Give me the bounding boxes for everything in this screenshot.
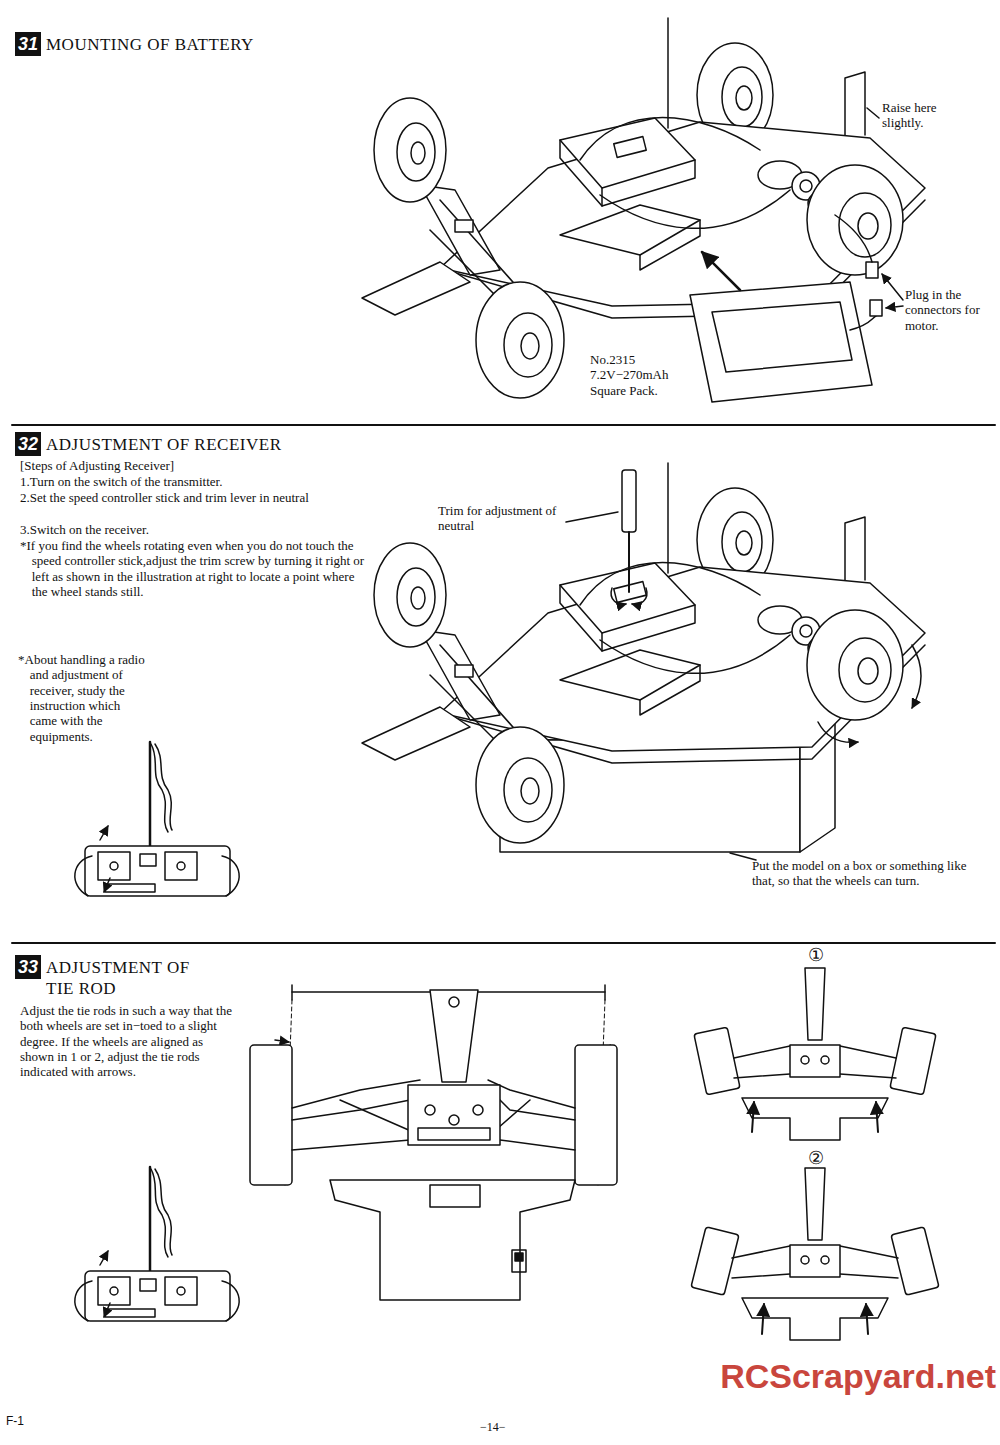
screwdriver: [818, 722, 858, 742]
screwdriver: [912, 645, 921, 708]
toe-view: [890, 1027, 936, 1095]
toe-view: [790, 1045, 840, 1077]
screwdriver: [566, 512, 618, 522]
toe-view: [805, 968, 825, 1040]
front-view: [512, 1250, 526, 1272]
section-rule: [12, 942, 995, 944]
front-view: [449, 997, 459, 1007]
toe-view: [876, 1102, 878, 1132]
toe-view: [866, 1304, 868, 1334]
battery-pack: [870, 300, 882, 316]
battery-pack: [712, 302, 852, 372]
front-view: [488, 1080, 575, 1108]
screwdriver: [632, 588, 647, 604]
front-view: [575, 1045, 617, 1185]
front-view: [604, 985, 606, 1000]
step-number: 31: [15, 32, 41, 56]
toe-view: [790, 1245, 840, 1277]
page-number: −14−: [480, 1420, 506, 1434]
screwdriver: [611, 588, 626, 604]
front-view: [291, 985, 293, 1000]
battery-pack: [882, 274, 903, 300]
toe-view: [821, 1056, 829, 1064]
step-title: ADJUSTMENT OF RECEIVER: [46, 432, 281, 455]
transmitter-drawing: [75, 742, 239, 896]
front-view: [500, 1140, 575, 1150]
toe-view: [752, 1102, 754, 1132]
callout-note: Put the model on a box or something like…: [752, 858, 987, 889]
step-note: *If you find the wheels rotating even wh…: [20, 538, 372, 599]
section-rule: [12, 425, 995, 943]
front-view: [250, 985, 617, 1300]
screwdriver: [566, 470, 921, 860]
callout-note: Raise here slightly.: [882, 100, 977, 131]
front-view: [418, 1128, 490, 1140]
toe-view: [891, 1227, 939, 1295]
step-title: ADJUSTMENT OF TIE ROD: [46, 955, 221, 999]
callout-number: ②: [808, 1148, 824, 1169]
front-view: [515, 1253, 523, 1261]
toe-view: [762, 1304, 764, 1334]
front-view: [292, 1080, 420, 1108]
part-label: No.2315 7.2V−270mAh Square Pack.: [590, 352, 685, 398]
front-view: [408, 1085, 500, 1145]
front-view: [292, 1100, 410, 1120]
battery-pack: [690, 282, 872, 402]
steps-heading: [Steps of Adjusting Receiver]: [20, 458, 350, 473]
battery-pack: [886, 306, 903, 308]
step-text: 3.Switch on the receiver.: [20, 522, 377, 537]
front-view: [292, 1140, 410, 1150]
page-code: F-1: [6, 1414, 24, 1428]
screwdriver: [622, 470, 636, 532]
toe-view: [801, 1256, 809, 1264]
toe-view: [805, 1168, 825, 1240]
step-note: *About handling a radio and adjustment o…: [18, 652, 148, 744]
toe-view: [694, 1027, 740, 1095]
toe-view: [742, 1298, 888, 1340]
front-view: [275, 1040, 289, 1042]
toe-view: [742, 1098, 888, 1140]
chassis-drawing: [362, 463, 925, 843]
callout-note: Trim for adjustment of neutral: [438, 503, 563, 534]
front-view: [430, 1185, 480, 1207]
toe-view: [821, 1256, 829, 1264]
step-text: 2.Set the speed controller stick and tri…: [20, 490, 377, 505]
section-heading: 32ADJUSTMENT OF RECEIVER: [15, 432, 281, 456]
front-view: [250, 1045, 292, 1185]
section-heading: 31MOUNTING OF BATTERY: [15, 32, 254, 56]
front-view: [330, 1180, 575, 1300]
section-heading: 33ADJUSTMENT OF TIE ROD: [15, 955, 221, 999]
step-number: 33: [15, 955, 41, 979]
callout-number: ①: [808, 945, 824, 966]
battery-pack: [702, 252, 740, 290]
body-text: Adjust the tie rods in such a way that t…: [20, 1003, 234, 1080]
front-view: [425, 1105, 435, 1115]
battery-pack: [867, 108, 879, 118]
step-number: 32: [15, 432, 41, 456]
toe-view: [801, 1056, 809, 1064]
front-view: [473, 1105, 483, 1115]
battery-pack: [835, 215, 872, 262]
toe-view: [691, 1168, 939, 1340]
front-view: [430, 990, 478, 1082]
battery-pack: [690, 108, 903, 402]
battery-pack: [866, 262, 878, 278]
step-text: 1.Turn on the switch of the transmitter.: [20, 474, 377, 489]
step-title: MOUNTING OF BATTERY: [46, 32, 254, 55]
toe-view: [691, 1227, 739, 1295]
front-view: [449, 1115, 459, 1125]
callout-note: Plug in the connectors for motor.: [905, 287, 993, 333]
transmitter-drawing: [75, 1167, 239, 1321]
watermark: RCScrapyard.net: [720, 1356, 996, 1396]
screwdriver: [628, 532, 630, 592]
section-rule: [12, 424, 995, 426]
toe-view: [694, 968, 936, 1140]
battery-pack: [850, 316, 876, 330]
